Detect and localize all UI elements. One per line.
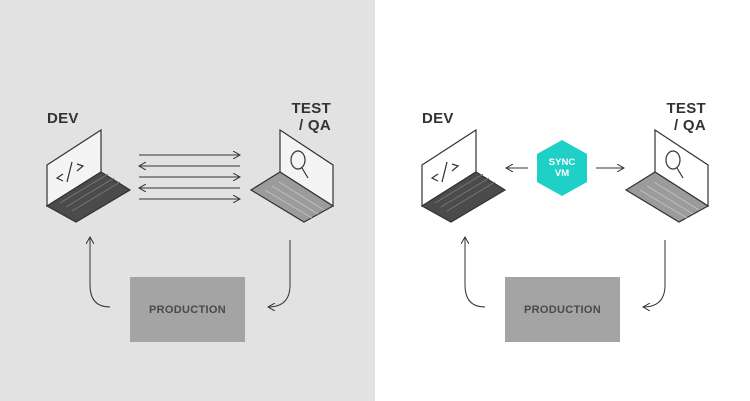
dev-label: DEV bbox=[422, 110, 454, 127]
dev-laptop-icon bbox=[45, 128, 132, 223]
test-label-line1: TEST bbox=[666, 100, 706, 117]
magnifier-icon bbox=[290, 150, 309, 179]
magnifier-icon bbox=[665, 150, 684, 179]
sync-arrows bbox=[139, 155, 240, 199]
test-laptop-icon bbox=[249, 128, 335, 223]
code-icon bbox=[55, 161, 85, 183]
right-diagram-graphics bbox=[420, 128, 710, 401]
sync-vm-line1: SYNC bbox=[548, 157, 576, 168]
test-label-line2: / QA bbox=[673, 117, 706, 134]
dev-laptop-icon bbox=[420, 128, 507, 223]
test-label-line1: TEST bbox=[291, 100, 331, 117]
test-qa-label: TEST / QA bbox=[271, 100, 331, 134]
hexagon-icon bbox=[537, 140, 587, 196]
right-scenario-panel: DEV TEST / QA SYNC VM PRODUCTION bbox=[375, 0, 750, 401]
test-label-line2: / QA bbox=[298, 117, 331, 134]
production-label: PRODUCTION bbox=[149, 303, 226, 316]
left-diagram-graphics bbox=[45, 128, 335, 401]
code-icon bbox=[430, 161, 460, 183]
production-to-dev-arrow bbox=[465, 237, 486, 308]
test-to-production-arrow bbox=[643, 240, 666, 307]
sync-vm-line2: VM bbox=[554, 168, 570, 179]
left-scenario-panel: DEV TEST / QA PRODUCTION bbox=[0, 0, 375, 401]
production-box: PRODUCTION bbox=[130, 277, 245, 342]
test-to-production-arrow bbox=[268, 240, 291, 307]
test-qa-label: TEST / QA bbox=[646, 100, 706, 134]
dev-label: DEV bbox=[47, 110, 79, 127]
production-to-dev-arrow bbox=[90, 237, 111, 308]
sync-vm-badge: SYNC VM bbox=[533, 139, 591, 197]
production-box: PRODUCTION bbox=[505, 277, 620, 342]
production-label: PRODUCTION bbox=[524, 303, 601, 316]
test-laptop-icon bbox=[624, 128, 710, 223]
